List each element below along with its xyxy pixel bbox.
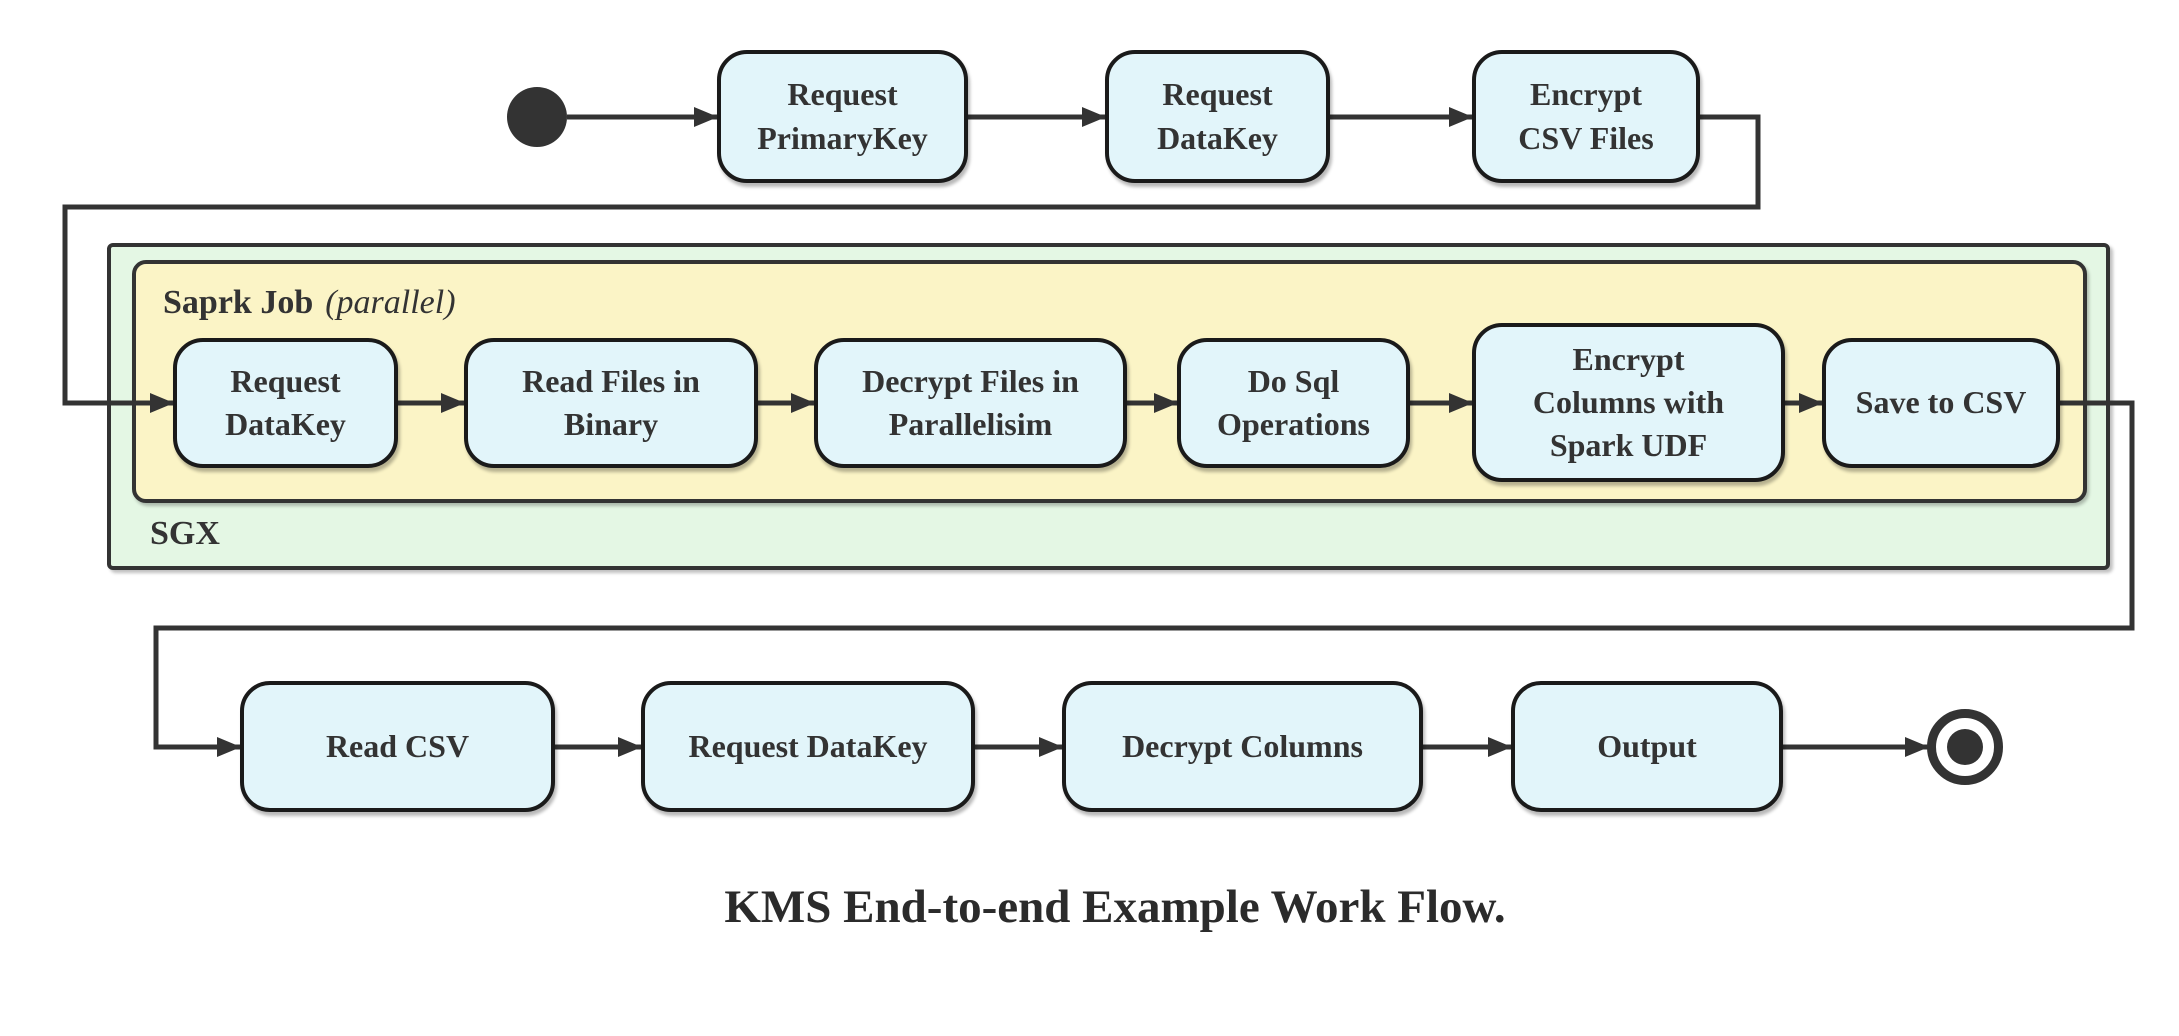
spark-job-title: Saprk Job — [163, 284, 314, 321]
node-request-datakey-bottom: Request DataKey — [641, 681, 975, 812]
node-encrypt-columns-with-spark-udf: Encrypt Columns with Spark UDF — [1472, 323, 1785, 482]
node-read-csv: Read CSV — [240, 681, 555, 812]
node-encrypt-csv-files: Encrypt CSV Files — [1472, 50, 1700, 183]
end-state-icon — [1927, 709, 2003, 785]
node-output: Output — [1511, 681, 1783, 812]
spark-job-label: Saprk Job (parallel) — [163, 284, 456, 322]
sgx-label: SGX — [150, 515, 220, 552]
node-save-to-csv: Save to CSV — [1822, 338, 2060, 468]
spark-job-parallel-annotation: (parallel) — [325, 284, 456, 321]
node-decrypt-files-in-parallelisim: Decrypt Files in Parallelisim — [814, 338, 1127, 468]
start-state-icon — [507, 87, 567, 147]
node-request-datakey-top: Request DataKey — [1105, 50, 1330, 183]
diagram-caption: KMS End-to-end Example Work Flow. — [724, 881, 1506, 933]
node-request-primarykey: Request PrimaryKey — [717, 50, 968, 183]
node-decrypt-columns: Decrypt Columns — [1062, 681, 1423, 812]
node-do-sql-operations: Do Sql Operations — [1177, 338, 1410, 468]
node-request-datakey-sgx: Request DataKey — [173, 338, 398, 468]
end-state-dot — [1947, 729, 1983, 765]
node-read-files-in-binary: Read Files in Binary — [464, 338, 758, 468]
